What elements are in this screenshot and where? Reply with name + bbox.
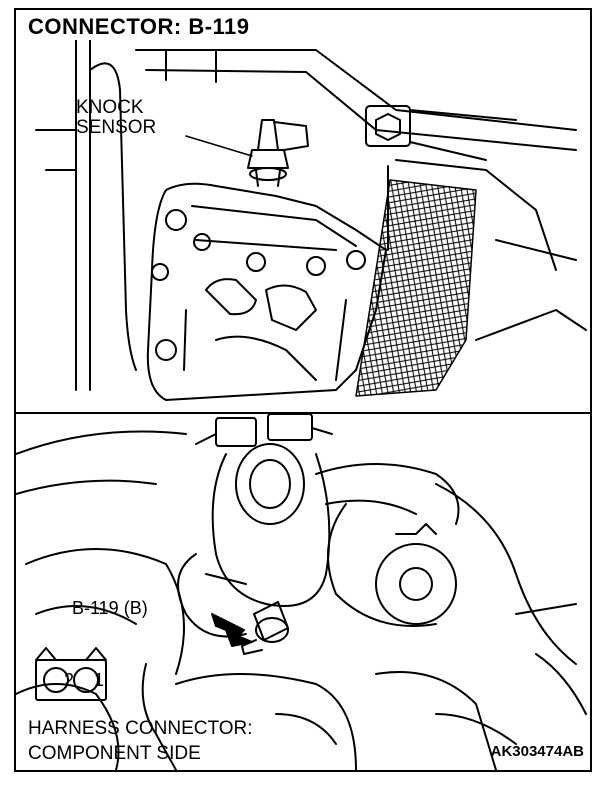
top-panel-engine-view: CONNECTOR: B-119 KNOCK SENSOR <box>16 10 590 414</box>
knock-sensor-label: KNOCK SENSOR <box>76 98 156 138</box>
harness-caption-line1: HARNESS CONNECTOR: <box>28 718 253 739</box>
harness-connector-icon <box>35 647 107 701</box>
diagram-title: CONNECTOR: B-119 <box>24 14 254 40</box>
engine-block-drawing <box>35 39 587 401</box>
knock-label-line1: KNOCK <box>76 97 144 118</box>
connector-area-drawing <box>16 414 587 770</box>
knock-label-line2: SENSOR <box>76 117 157 138</box>
bottom-panel-connector-view: B-119 (B) 2 1 HARNESS CONNECTOR: COMPONE… <box>16 414 590 770</box>
harness-caption-line2: COMPONENT SIDE <box>28 743 201 764</box>
diagram-frame: CONNECTOR: B-119 KNOCK SENSOR <box>14 8 592 772</box>
figure-code: AK303474AB <box>490 743 584 760</box>
connector-b119-label: B-119 (B) <box>72 598 148 618</box>
pin-2-label: 2 <box>64 670 75 690</box>
pin-1-label: 1 <box>94 670 105 690</box>
harness-connector-caption: HARNESS CONNECTOR: COMPONENT SIDE <box>28 716 253 766</box>
